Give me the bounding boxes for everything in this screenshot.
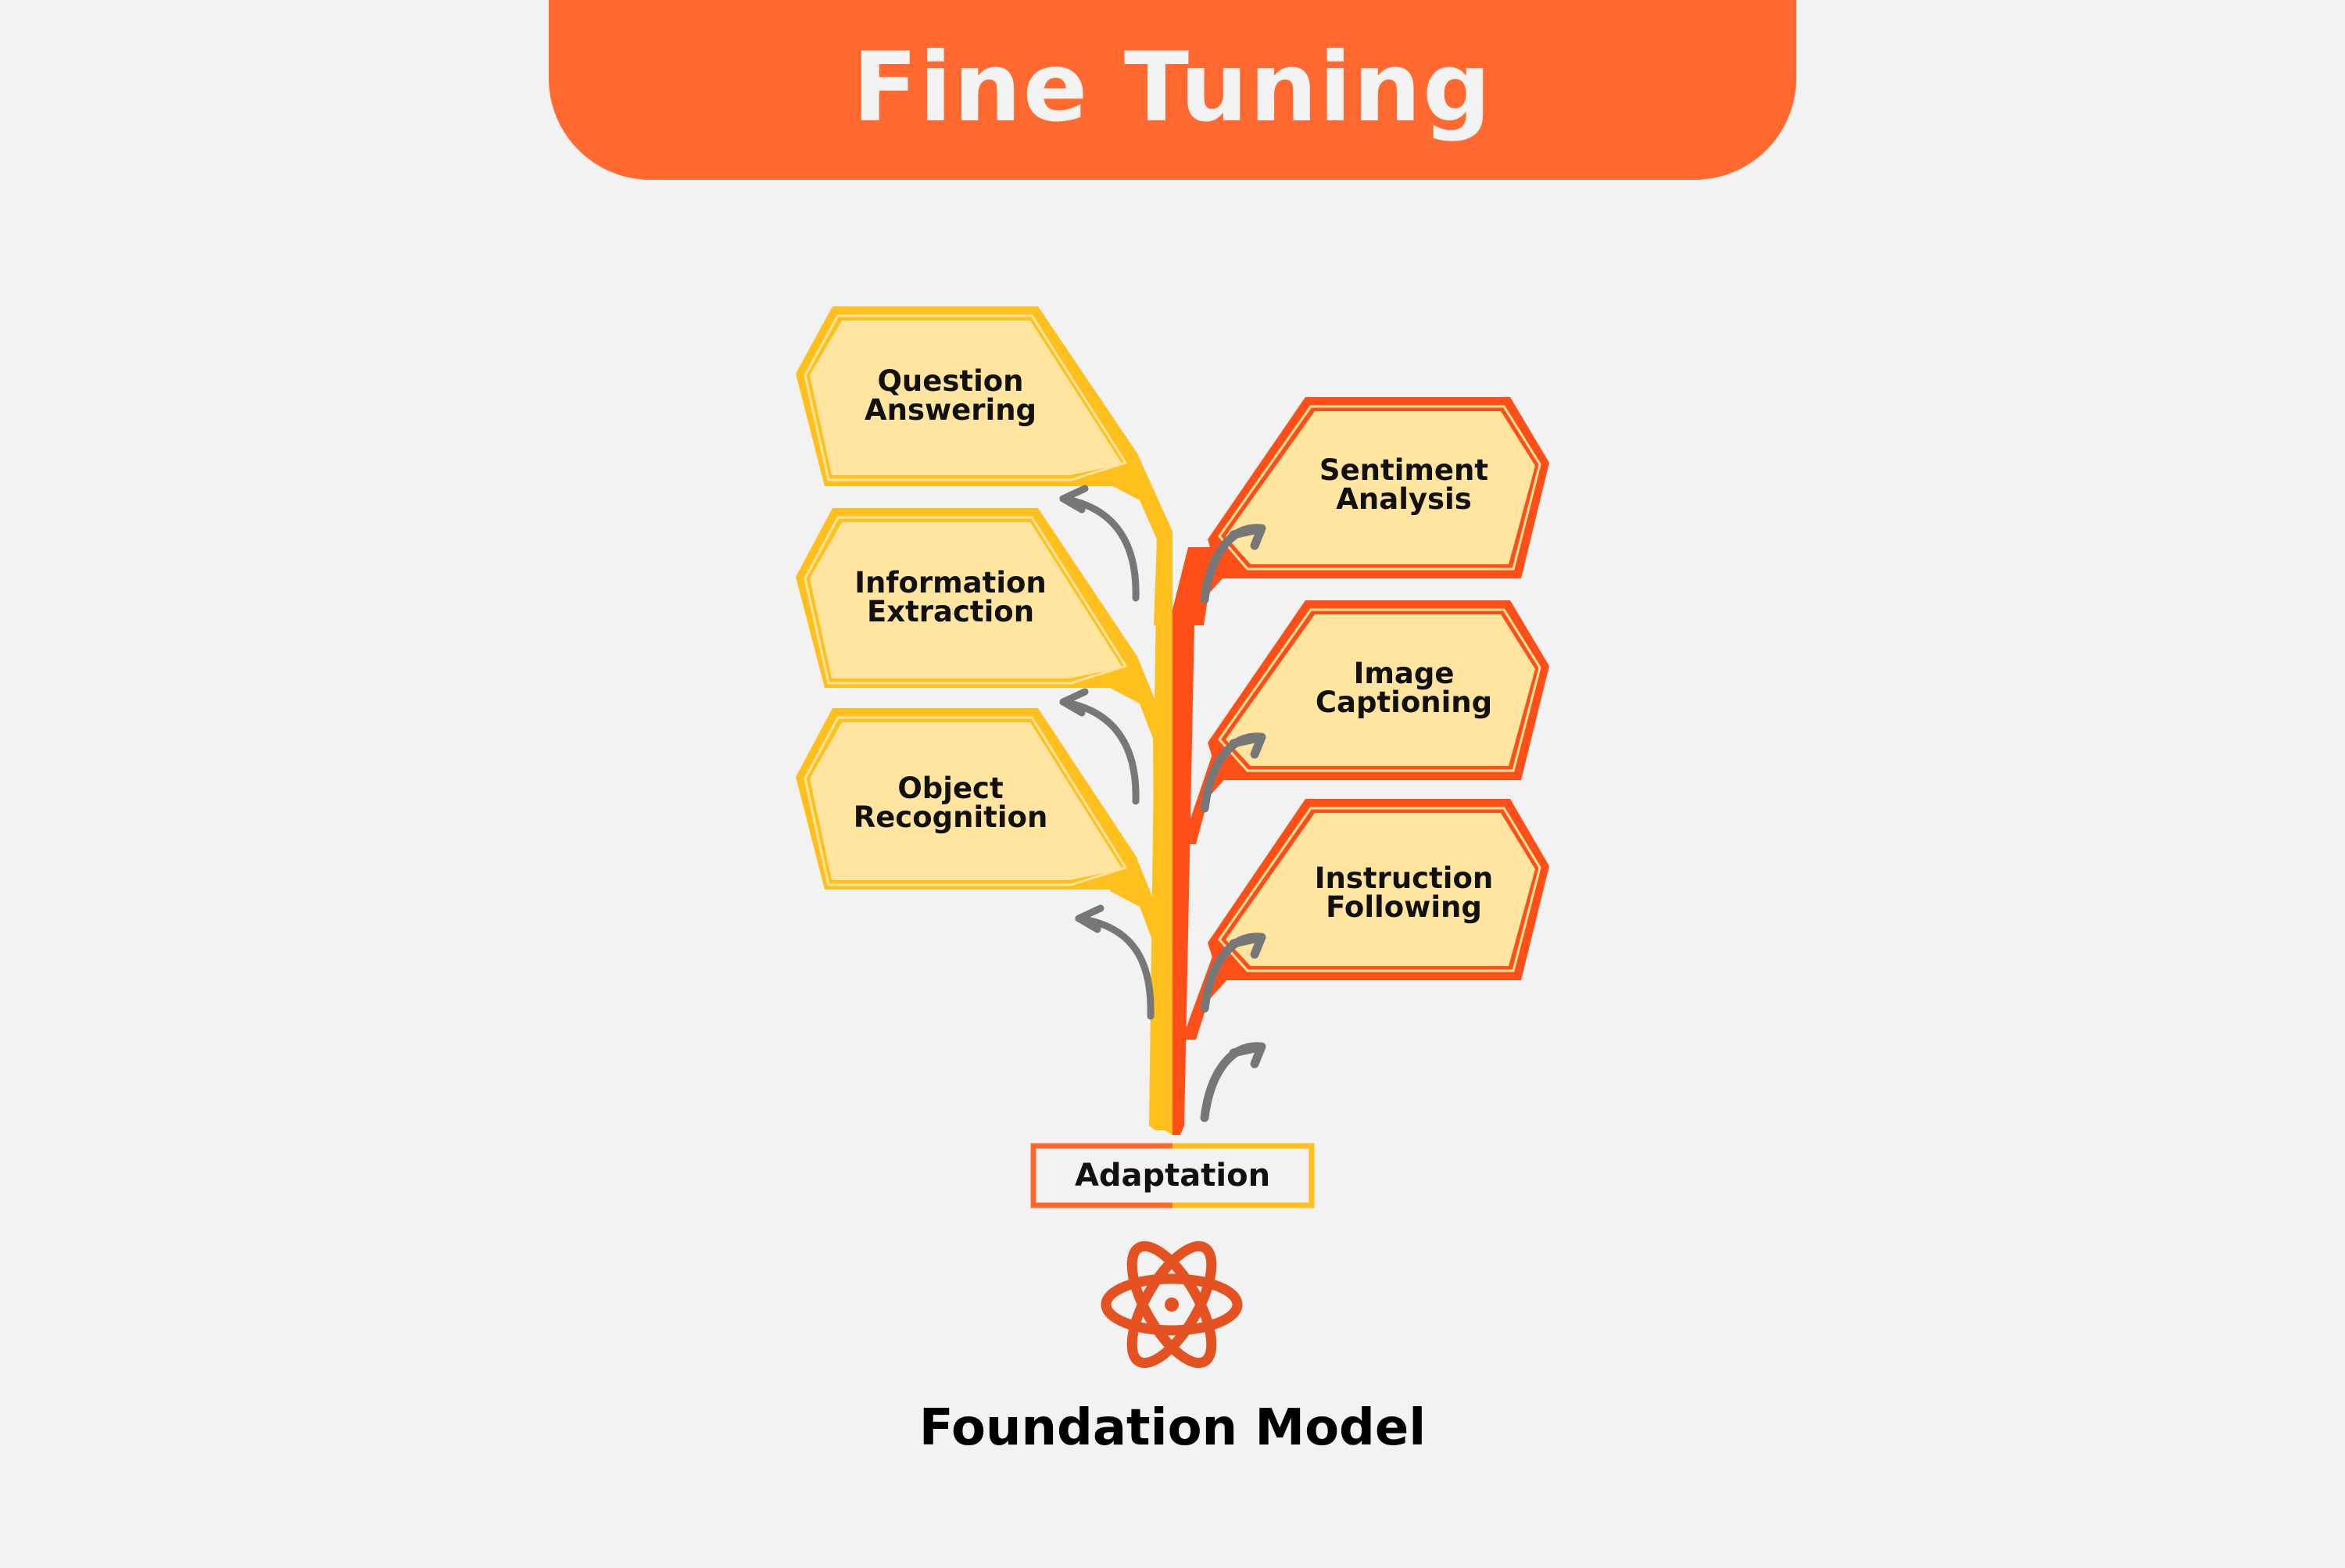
task-box-question-answering	[796, 306, 1137, 486]
task-box-image-captioning	[1208, 600, 1549, 780]
task-label-image-captioning: Image Captioning	[1315, 657, 1493, 719]
task-label-sentiment-analysis: Sentiment Analysis	[1319, 453, 1489, 516]
arrow-to-question-answering	[1059, 495, 1140, 602]
arrow-head	[1229, 933, 1266, 959]
arrow-head	[1059, 485, 1089, 514]
arrow-head	[1075, 904, 1104, 933]
adaptation-box-border	[1030, 1143, 1315, 1208]
task-box-instruction-following	[1208, 799, 1549, 980]
arrow-head	[1229, 732, 1266, 759]
page-title: Fine Tuning	[852, 32, 1493, 143]
task-box-sentiment-analysis	[1208, 397, 1549, 578]
arrow-head	[1229, 1042, 1266, 1069]
title-banner: Fine Tuning	[549, 0, 1796, 180]
task-label-object-recognition: Object Recognition	[853, 771, 1048, 834]
arrow-head	[1229, 524, 1266, 550]
task-box-object-recognition	[796, 708, 1137, 890]
adaptation-label: Adaptation	[1074, 1158, 1271, 1194]
task-label-information-extraction: Information Extraction	[854, 566, 1047, 628]
right-branch	[1172, 500, 1282, 1135]
arrow-head	[1059, 688, 1089, 717]
task-box-information-extraction	[796, 508, 1137, 688]
atom-icon	[1101, 1240, 1243, 1369]
task-label-instruction-following: Instruction Following	[1314, 861, 1494, 924]
foundation-model-label: Foundation Model	[918, 1399, 1427, 1457]
arrow-to-information-extraction	[1059, 698, 1140, 805]
arrow-to-object-recognition	[1075, 915, 1155, 1020]
left-branch	[1110, 438, 1172, 1135]
task-label-question-answering: Question Answering	[864, 364, 1037, 427]
